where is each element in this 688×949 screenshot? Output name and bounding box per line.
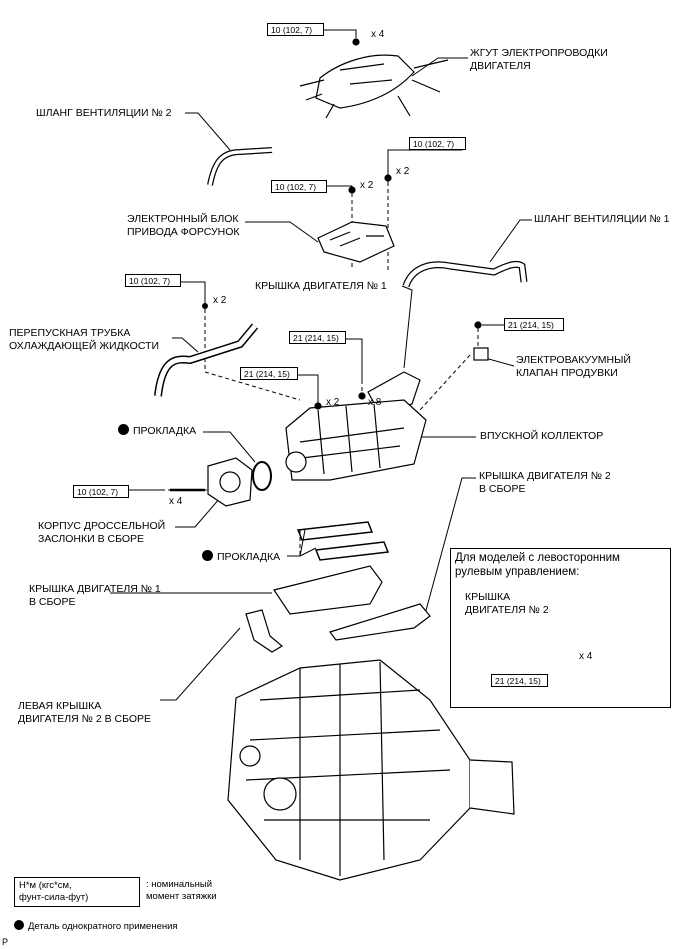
label-ventilation-hose-2: ШЛАНГ ВЕНТИЛЯЦИИ № 2 xyxy=(36,107,172,119)
torque-vsv-bolt: 21 (214, 15) xyxy=(504,318,564,331)
leader-injector-driver xyxy=(245,221,319,243)
label-bypass-pipe: ПЕРЕПУСКНАЯ ТРУБКА ОХЛАЖДАЮЩЕЙ ЖИДКОСТИ xyxy=(9,327,160,352)
leader-throttle xyxy=(175,497,221,528)
qty-inset: x 4 xyxy=(579,651,593,662)
label-engine-cover-2-assy: КРЫШКА ДВИГАТЕЛЯ № 2 В СБОРЕ xyxy=(479,470,611,495)
injector-driver xyxy=(317,174,395,263)
label-throttle-body: КОРПУС ДРОССЕЛЬНОЙ ЗАСЛОНКИ В СБОРЕ xyxy=(38,520,166,545)
legend-torque-box: Н*м (кгс*см, фунт-сила-фут) xyxy=(14,877,140,907)
engine-cover-1-assy xyxy=(273,565,383,615)
label-injector-driver: ЭЛЕКТРОННЫЙ БЛОК ПРИВОДА ФОРСУНОК xyxy=(127,213,240,238)
qty-bypass: x 2 xyxy=(213,295,227,306)
throttle-body xyxy=(170,457,253,507)
torque-driver-nut: 10 (102, 7) xyxy=(409,137,466,150)
label-lh-engine-cover-2-assy: ЛЕВАЯ КРЫШКА ДВИГАТЕЛЯ № 2 В СБОРЕ xyxy=(18,700,152,725)
footer-code: P xyxy=(2,937,9,947)
throttle-gasket xyxy=(252,461,272,491)
qty-manifold-nut: x 2 xyxy=(326,397,340,408)
non-reusable-dot-icon xyxy=(202,550,213,561)
engine-wire-harness xyxy=(299,38,449,119)
torque-bypass-bolt: 10 (102, 7) xyxy=(125,274,181,287)
non-reusable-dot-icon xyxy=(14,920,24,930)
label-engine-wire-harness: ЖГУТ ЭЛЕКТРОПРОВОДКИ ДВИГАТЕЛЯ xyxy=(470,47,608,72)
leader-vent-hose-2 xyxy=(185,112,231,151)
torque-inset-nut: 21 (214, 15) xyxy=(491,674,548,687)
lh-engine-cover-2 xyxy=(245,609,284,653)
leader-cover-2-assy xyxy=(424,477,476,615)
leader-engine-cover-1 xyxy=(401,285,413,369)
qty-throttle: x 4 xyxy=(169,496,183,507)
gasket-2-text: ПРОКЛАДКА xyxy=(217,551,281,563)
label-inset-engine-cover-2: КРЫШКА ДВИГАТЕЛЯ № 2 xyxy=(465,591,549,616)
legend-non-reusable-text: Деталь однократного применения xyxy=(28,921,178,932)
leader-purge-vsv xyxy=(484,357,515,367)
leader-lh-cover-2 xyxy=(160,627,241,701)
lhd-inset-box xyxy=(450,548,671,708)
label-ventilation-hose-1: ШЛАНГ ВЕНТИЛЯЦИИ № 1 xyxy=(534,213,670,225)
torque-driver-bolt: 10 (102, 7) xyxy=(271,180,327,193)
torque-manifold-bolt: 21 (214, 15) xyxy=(289,331,346,344)
non-reusable-dot-icon xyxy=(118,424,129,435)
label-engine-cover-1: КРЫШКА ДВИГАТЕЛЯ № 1 xyxy=(255,280,387,292)
engine-block xyxy=(227,659,515,881)
manifold-gasket xyxy=(296,521,390,561)
torque-throttle-bolt: 10 (102, 7) xyxy=(73,485,129,498)
label-purge-vsv: ЭЛЕКТРОВАКУУМНЫЙ КЛАПАН ПРОДУВКИ xyxy=(516,354,631,379)
leader-gasket-2 xyxy=(287,529,317,557)
label-intake-manifold: ВПУСКНОЙ КОЛЛЕКТОР xyxy=(480,430,604,442)
leader-harness xyxy=(411,57,468,77)
gasket-1-text: ПРОКЛАДКА xyxy=(133,425,197,437)
intake-manifold xyxy=(285,392,427,481)
inset-title: Для моделей с левосторонним рулевым упра… xyxy=(455,552,620,578)
torque-harness-nut: 10 (102, 7) xyxy=(267,23,324,36)
label-gasket-2: ПРОКЛАДКА xyxy=(202,550,280,564)
qty-manifold-bolt: x 8 xyxy=(368,397,382,408)
qty-harness: x 4 xyxy=(371,29,385,40)
leader-gasket-1 xyxy=(203,431,256,463)
qty-driver-nut: x 2 xyxy=(396,166,410,177)
ventilation-hose-2 xyxy=(207,147,273,186)
leader-bypass xyxy=(172,337,199,353)
leader-vent-hose-1 xyxy=(489,219,532,263)
legend-non-reusable: Деталь однократного применения xyxy=(14,920,178,933)
label-gasket-1: ПРОКЛАДКА xyxy=(118,424,196,438)
engine-cover-2-assy xyxy=(329,603,431,641)
torque-manifold-nut: 21 (214, 15) xyxy=(240,367,298,380)
qty-driver-bolt: x 2 xyxy=(360,180,374,191)
label-engine-cover-1-assy: КРЫШКА ДВИГАТЕЛЯ № 1 В СБОРЕ xyxy=(29,583,161,608)
purge-vsv xyxy=(473,321,489,361)
legend-torque-desc: : номинальный момент затяжки xyxy=(146,879,217,902)
